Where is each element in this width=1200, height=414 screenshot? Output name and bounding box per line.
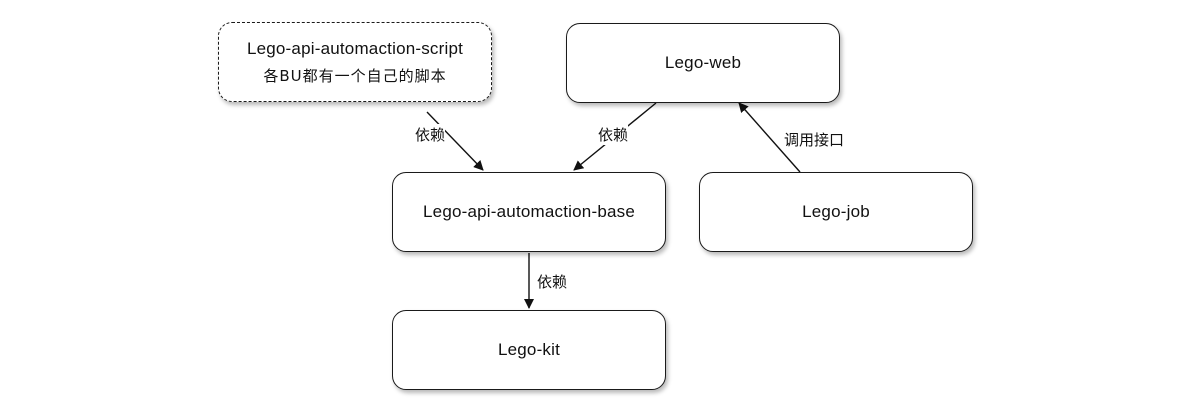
node-title: Lego-api-automaction-script (246, 38, 464, 58)
edge-label-base-to-kit: 依赖 (537, 271, 568, 292)
edge-script-to-base (426, 111, 484, 171)
node-lego-web: Lego-web (566, 23, 840, 103)
edge-job-to-web (738, 102, 801, 173)
node-lego-api-automaction-base: Lego-api-automaction-base (392, 172, 666, 252)
node-title: Lego-web (664, 53, 742, 72)
node-title: Lego-api-automaction-base (423, 202, 635, 221)
edge-label-job-to-web: 调用接口 (784, 129, 845, 150)
edge-label-web-to-base: 依赖 (598, 124, 629, 145)
node-lego-kit: Lego-kit (392, 310, 666, 390)
node-lego-job: Lego-job (699, 172, 973, 252)
node-subtitle: 各BU都有一个自己的脚本 (263, 66, 447, 85)
node-title: Lego-job (802, 202, 870, 221)
node-lego-api-automaction-script: Lego-api-automaction-script 各BU都有一个自己的脚本 (218, 22, 492, 102)
node-title: Lego-kit (497, 340, 561, 359)
edge-label-script-to-base: 依赖 (415, 124, 446, 145)
